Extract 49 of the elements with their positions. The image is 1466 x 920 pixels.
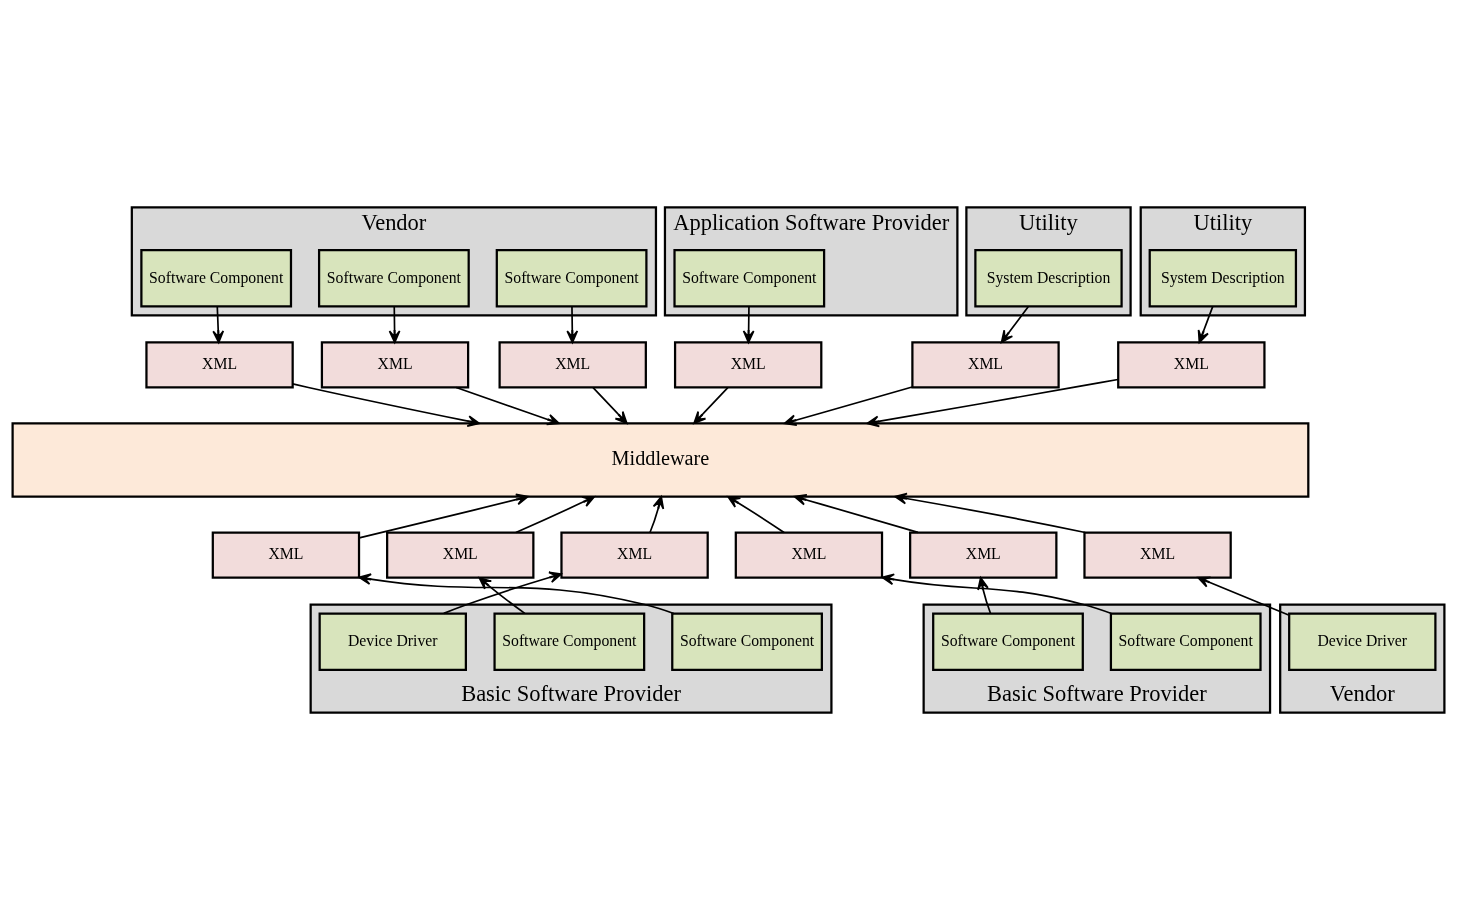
node-box: XML: [145, 341, 294, 389]
node-box: Software Component: [493, 612, 646, 671]
arrow: [693, 386, 729, 425]
node-box: Middleware: [11, 422, 1310, 498]
arrow: [212, 305, 225, 344]
arrow: [1197, 576, 1290, 616]
node-box: XML: [386, 531, 535, 579]
node-box: XML: [911, 341, 1060, 389]
node-box: Software Component: [1109, 612, 1262, 671]
arrow: [649, 495, 665, 534]
arrow: [783, 386, 913, 427]
node-box: XML: [909, 531, 1058, 579]
node-box: XML: [560, 531, 709, 579]
node-box: XML: [1083, 531, 1232, 579]
arrow: [793, 493, 919, 534]
arrow: [592, 386, 628, 425]
node-box: Device Driver: [318, 612, 467, 671]
node-box: XML: [320, 341, 470, 389]
node-box: Software Component: [317, 249, 470, 308]
node-box: XML: [211, 531, 361, 579]
arrow: [291, 383, 481, 427]
node-box: XML: [673, 341, 823, 389]
arrow: [478, 577, 526, 615]
node-box: System Description: [974, 249, 1123, 308]
arrow: [1197, 305, 1214, 344]
node-box: Software Component: [495, 249, 648, 308]
node-box: System Description: [1148, 249, 1298, 308]
arrow: [566, 305, 579, 344]
arrow: [894, 492, 1087, 534]
arrow: [388, 305, 401, 344]
arrow: [727, 495, 785, 534]
arrow: [442, 571, 562, 615]
node-box: Software Component: [140, 249, 293, 308]
arrow: [455, 386, 560, 426]
arrow: [358, 493, 529, 539]
node-box: XML: [498, 341, 647, 389]
node-box: XML: [1117, 341, 1266, 389]
arrow: [358, 573, 675, 615]
arrow: [881, 573, 1113, 615]
arrow: [977, 577, 992, 615]
node-box: Software Component: [671, 612, 823, 671]
arrow: [515, 495, 596, 534]
arrow: [1000, 305, 1030, 344]
node-box: Software Component: [673, 249, 826, 308]
node-box: Software Component: [932, 612, 1084, 671]
arrow: [866, 378, 1119, 428]
node-box: XML: [734, 531, 884, 579]
node-box: Device Driver: [1288, 612, 1437, 671]
arrow: [742, 305, 755, 344]
